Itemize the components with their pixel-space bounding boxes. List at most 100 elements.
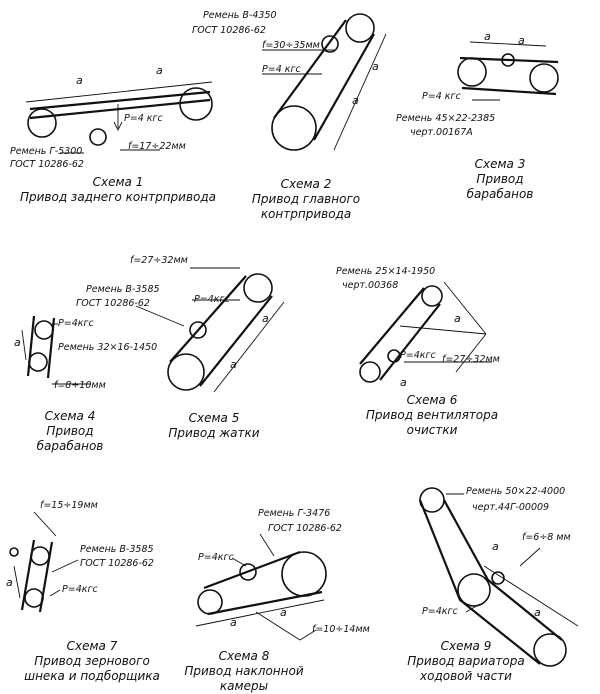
idler-pulley [89, 128, 107, 146]
dimension-line [21, 329, 27, 361]
scheme-7: a f=15÷19мм Ремень В-3585 ГОСТ 10286-62 … [6, 500, 160, 683]
caption-title: Схема 1 [93, 175, 144, 189]
deflection-label: f=27÷32мм [442, 354, 500, 365]
deflection-label: f=10÷14мм [312, 624, 370, 635]
belt-label-2: ГОСТ 10286-62 [268, 523, 342, 534]
belt-label-2: черт.00167А [410, 127, 473, 138]
pulley-left [457, 57, 487, 87]
force-label: P=4кгс [400, 350, 436, 361]
scheme-3: a a P=4 кгс Ремень 45×22-2385 черт.00167… [396, 30, 559, 201]
pulley-bottom [271, 105, 317, 151]
belt-left [20, 539, 36, 611]
pulley-top [345, 13, 375, 43]
dimension-return [455, 333, 487, 373]
dim-a-bottom: a [534, 606, 541, 619]
deflection-label: f=8÷10мм [54, 380, 106, 391]
belt-lower [207, 590, 323, 616]
dim-a-top: a [372, 60, 379, 73]
belt-left [169, 275, 247, 363]
scheme-9: a a Ремень 50×22-4000 черт.44Г-00009 f=6… [407, 486, 579, 683]
belt-label-1: Ремень В-4350 [203, 10, 277, 21]
caption-line-1: Привод жатки [168, 426, 259, 440]
caption-title: Схема 7 [67, 639, 118, 653]
caption-line-2: барабанов [37, 439, 104, 453]
belt-right [313, 33, 375, 141]
force-label: P=4кгс [194, 294, 230, 305]
force-label: P=4 кгс [422, 91, 461, 102]
deflection-label: f=6÷8 мм [522, 532, 571, 543]
belt-leader [259, 533, 275, 557]
force-arrowhead [113, 121, 123, 132]
force-label: P=4 кгс [262, 64, 301, 75]
belt-upper [29, 90, 211, 111]
dim-a-bottom: a [230, 358, 237, 371]
force-label: P=4кгс [422, 606, 458, 617]
belt-label-1: Ремень Г-3476 [258, 508, 330, 519]
belt-label-2: черт.00368 [342, 280, 398, 291]
deflection-leader [519, 547, 541, 567]
belt-lower [29, 98, 211, 120]
pulley-right [529, 63, 559, 93]
dimension-arc [443, 281, 487, 335]
belt-left [26, 315, 36, 377]
force-label: P=4кгс [62, 584, 98, 595]
idler-pulley [9, 547, 19, 557]
caption-line-1: Привод [476, 172, 523, 186]
scheme-2: a a f=30÷35мм P=4 кгс Ремень В-4350 ГОСТ… [192, 10, 387, 221]
belt-label-2: ГОСТ 10286-62 [192, 25, 266, 36]
dim-a-right: a [156, 64, 163, 77]
force-label: P=4 кгс [124, 113, 163, 124]
dimension-line [13, 565, 21, 599]
belt-leader [51, 559, 79, 573]
belt-label-1: Ремень Г-5300 [10, 146, 82, 157]
scheme-4: a P=4кгс Ремень 32×16-1450 f=8÷10мм Схем… [14, 315, 157, 453]
caption-line-1: Привод вариатора [407, 654, 524, 668]
belt-leader [135, 305, 185, 327]
belt-right [46, 317, 56, 379]
pulley-bottom [28, 352, 48, 372]
dimension-line [25, 81, 213, 103]
dim-a-top: a [262, 312, 269, 325]
scheme-1: a a P=4 кгс f=17÷22мм Ремень Г-5300 ГОСТ… [10, 64, 216, 204]
pulley-top [34, 320, 54, 340]
dim-a: a [14, 336, 21, 349]
belt-upper [203, 550, 301, 590]
belt-label-1: Ремень В-3585 [80, 544, 154, 555]
belt-left [273, 19, 347, 119]
belt-label-2: ГОСТ 10286-62 [80, 558, 154, 569]
caption-line-1: Привод заднего контрпривода [20, 190, 216, 204]
force-leader [465, 603, 481, 613]
pulley-top [30, 546, 50, 566]
belt-label-1: Ремень 50×22-4000 [466, 486, 565, 497]
dim-a: a [6, 576, 13, 589]
belt-right [379, 303, 441, 381]
dim-a-top: a [454, 312, 461, 325]
caption-line-1: Привод наклонной [184, 664, 303, 678]
pulley-right [281, 551, 327, 597]
dim-a-right: a [280, 606, 287, 619]
belt-label-2: ГОСТ 10286-62 [76, 298, 150, 309]
pulley-bottom [167, 353, 205, 391]
dim-a-left: a [230, 616, 237, 629]
pulley-left [197, 589, 223, 615]
belt-label-2: черт.44Г-00009 [472, 502, 549, 513]
caption-line-2: камеры [220, 679, 268, 693]
belt-right [443, 499, 563, 641]
caption-line-1: Привод вентилятора [366, 408, 498, 422]
force-label: P=4кгс [198, 552, 234, 563]
dimension-line [469, 41, 547, 47]
belt-right [38, 541, 54, 613]
caption-title: Схема 2 [281, 177, 332, 191]
force-label: P=4кгс [58, 318, 94, 329]
dimension-line [399, 325, 487, 335]
caption-title: Схема 8 [219, 649, 270, 663]
dimension-line [195, 599, 325, 627]
caption-line-2: ходовой части [419, 669, 512, 683]
belt-label-1: Ремень 32×16-1450 [58, 342, 157, 353]
dimension-line [333, 33, 387, 151]
caption-line-2: очистки [407, 423, 458, 437]
pulley-top [421, 285, 443, 307]
deflection-label: f=17÷22мм [128, 141, 186, 152]
dim-a-left: a [484, 30, 491, 43]
